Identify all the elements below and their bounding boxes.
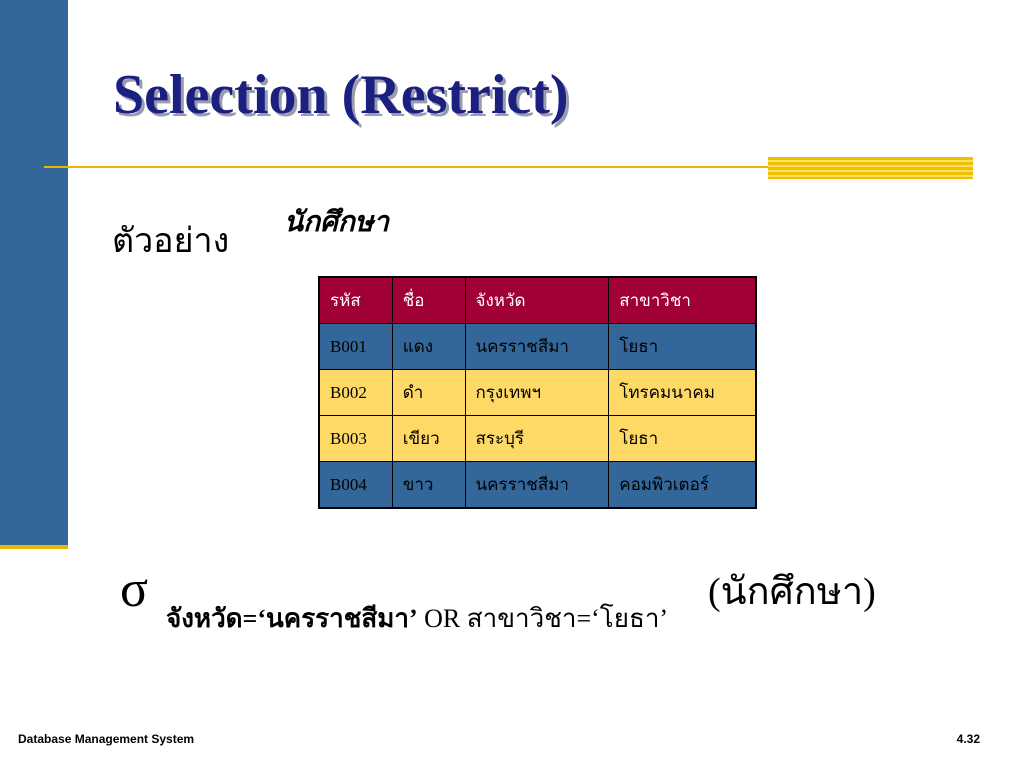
- table-cell: นครราชสีมา: [464, 461, 610, 509]
- table-caption: นักศึกษา: [284, 207, 389, 238]
- footer-page-number: 4.32: [956, 732, 980, 746]
- example-label: ตัวอย่าง: [112, 223, 230, 260]
- table-cell: เขียว: [391, 415, 466, 462]
- table-header-row: รหัส ชื่อ จังหวัด สาขาวิชา: [318, 276, 757, 324]
- column-header: รหัส: [318, 276, 393, 324]
- left-sidebar-bar: [0, 0, 68, 545]
- title-underline-rule: [44, 166, 769, 168]
- condition-province: จังหวัด=‘นครราชสีมา’: [166, 604, 418, 633]
- table-cell: คอมพิวเตอร์: [608, 461, 757, 509]
- selection-condition: จังหวัด=‘นครราชสีมา’ OR สาขาวิชา=‘โยธา’: [166, 603, 668, 634]
- slide-title: Selection (Restrict): [113, 64, 569, 126]
- table-cell: B002: [318, 369, 393, 416]
- table-cell: ดำ: [391, 369, 466, 416]
- student-table: รหัส ชื่อ จังหวัด สาขาวิชา B001 แดง นครร…: [318, 276, 757, 509]
- table-cell: โยธา: [608, 415, 757, 462]
- table-row: B004 ขาว นครราชสีมา คอมพิวเตอร์: [318, 461, 757, 509]
- footer-course-name: Database Management System: [18, 732, 195, 746]
- sigma-symbol: σ: [120, 561, 149, 618]
- table-cell: โทรคมนาคม: [608, 369, 757, 416]
- table-cell: แดง: [391, 323, 466, 370]
- table-row: B001 แดง นครราชสีมา โยธา: [318, 323, 757, 370]
- table-cell: กรุงเทพฯ: [464, 369, 610, 416]
- relation-name: (นักศึกษา): [708, 571, 876, 613]
- table-cell: ขาว: [391, 461, 466, 509]
- table-cell: B004: [318, 461, 393, 509]
- table-cell: โยธา: [608, 323, 757, 370]
- column-header: จังหวัด: [464, 276, 610, 324]
- left-sidebar-accent-line: [0, 545, 68, 549]
- table-row: B002 ดำ กรุงเทพฯ โทรคมนาคม: [318, 369, 757, 416]
- column-header: ชื่อ: [391, 276, 466, 324]
- table-cell: B003: [318, 415, 393, 462]
- column-header: สาขาวิชา: [608, 276, 757, 324]
- condition-major: OR สาขาวิชา=‘โยธา’: [417, 604, 669, 633]
- table-row: B003 เขียว สระบุรี โยธา: [318, 415, 757, 462]
- title-accent-stripe: [768, 157, 973, 179]
- table-cell: สระบุรี: [464, 415, 610, 462]
- table-cell: B001: [318, 323, 393, 370]
- table-cell: นครราชสีมา: [464, 323, 610, 370]
